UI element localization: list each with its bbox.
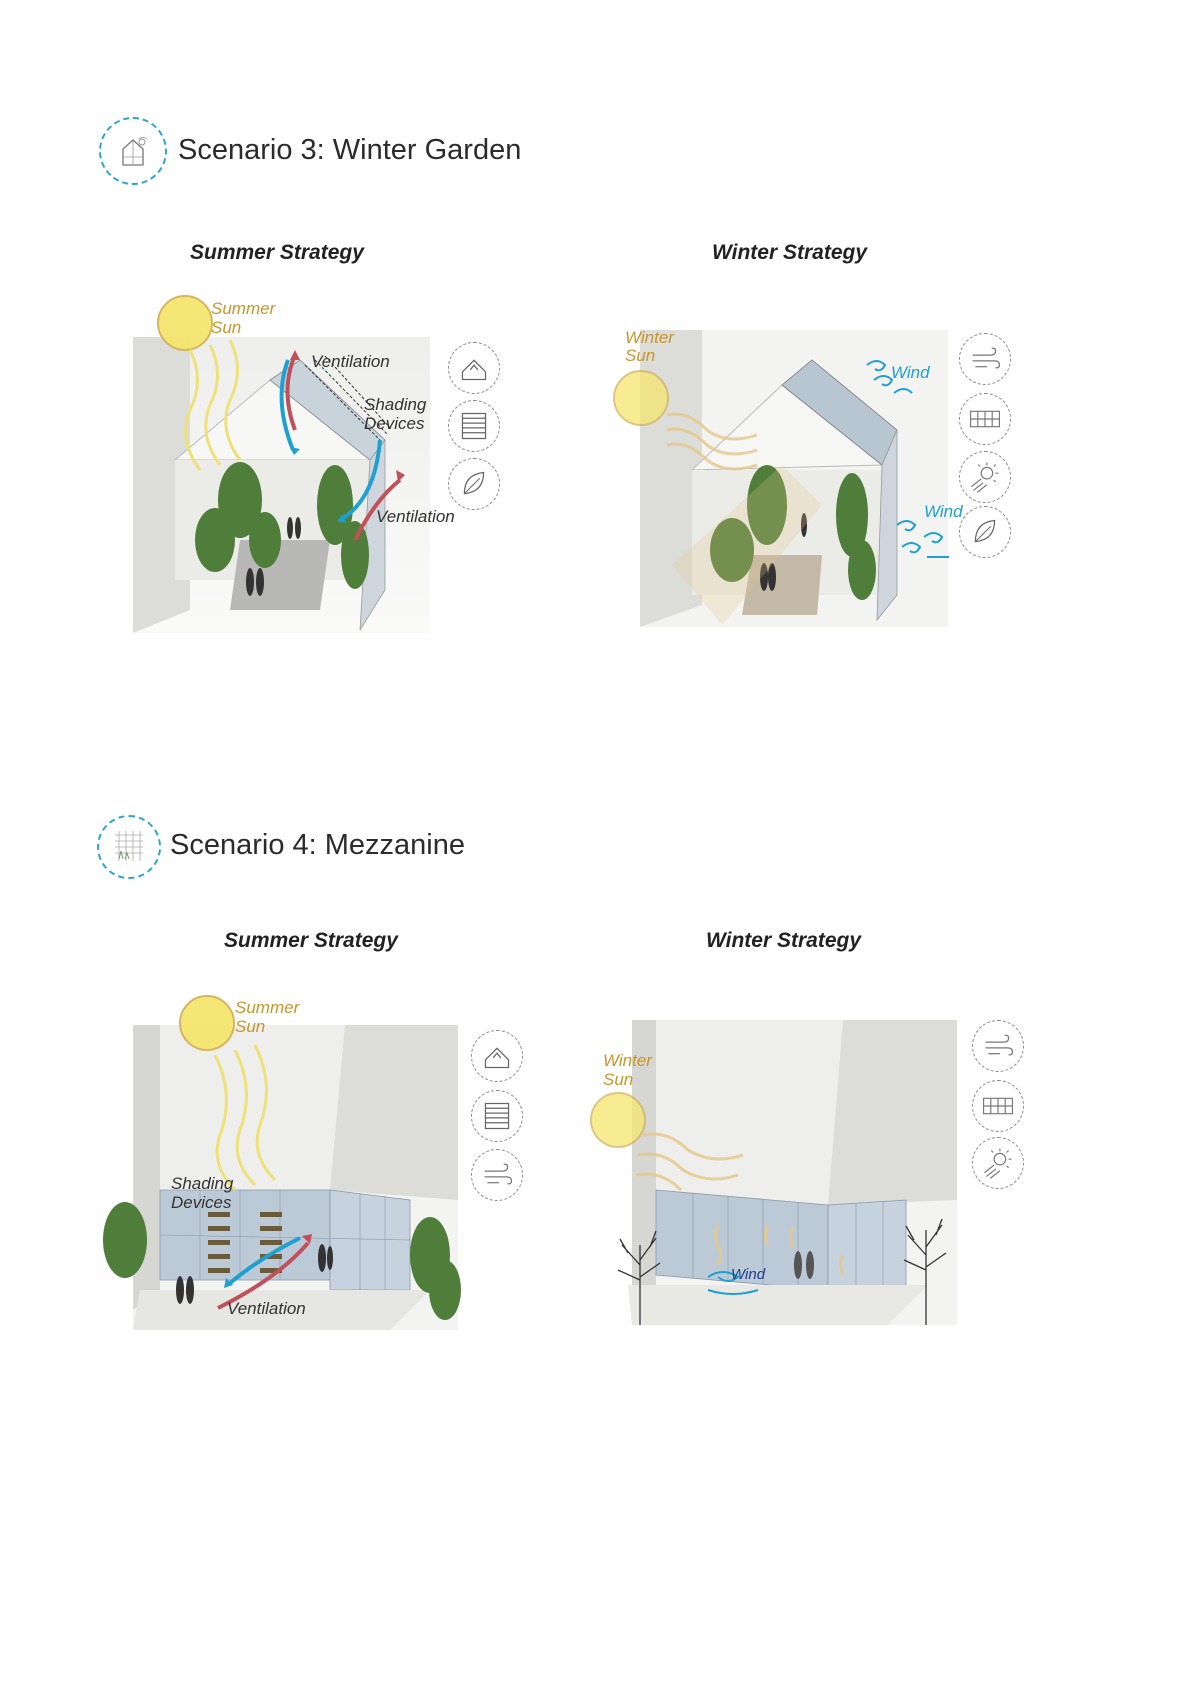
scenario-3-badge: [99, 117, 167, 185]
scenario-3-summer-diagram: [130, 290, 450, 635]
sun-icon: [959, 451, 1011, 503]
scenario-4-summer-sun-label-1: Summer: [235, 998, 299, 1018]
scenario-4-shading-label-1: Shading: [171, 1174, 233, 1194]
scenario-3-winter-sun-label-1: Winter: [625, 328, 674, 348]
scenario-3-summer-sun-label-1: Summer: [211, 299, 275, 319]
scenario-3-wind-side-label: Wind: [924, 502, 963, 522]
wind-icon: [471, 1149, 523, 1201]
glazing-icon: [959, 393, 1011, 445]
scenario-3-ventilation-top-label: Ventilation: [311, 352, 390, 372]
scenario-4-shading-label-2: Devices: [171, 1193, 231, 1213]
wind-icon: [972, 1020, 1024, 1072]
scenario-3-ventilation-side-label: Ventilation: [376, 507, 455, 527]
scenario-4-badge: [97, 815, 161, 879]
scenario-3-winter-sun-label-2: Sun: [625, 346, 655, 366]
scenario-4-summer-heading: Summer Strategy: [224, 929, 398, 953]
scenario-3-shading-label-2: Devices: [364, 414, 424, 434]
leaf-icon: [448, 458, 500, 510]
scenario-4-title: Scenario 4: Mezzanine: [170, 829, 465, 862]
glazing-icon: [972, 1080, 1024, 1132]
sun-icon: [972, 1137, 1024, 1189]
scenario-3-winter-heading: Winter Strategy: [712, 241, 867, 265]
scenario-3-shading-label-1: Shading: [364, 395, 426, 415]
scenario-3-summer-heading: Summer Strategy: [190, 241, 364, 265]
greenhouse-icon: [113, 131, 153, 171]
scenario-3-wind-top-label: Wind: [891, 363, 930, 383]
scenario-4-wind-label: Wind: [731, 1265, 765, 1285]
roof-vent-icon: [471, 1030, 523, 1082]
scenario-4-summer-diagram: [100, 990, 465, 1335]
roof-vent-icon: [448, 342, 500, 394]
louver-icon: [471, 1090, 523, 1142]
scenario-4-winter-heading: Winter Strategy: [706, 929, 861, 953]
wind-icon: [959, 333, 1011, 385]
louver-icon: [448, 400, 500, 452]
scenario-4-ventilation-label: Ventilation: [227, 1299, 306, 1319]
leaf-icon: [959, 506, 1011, 558]
scenario-4-winter-sun-label-1: Winter: [603, 1051, 652, 1071]
scenario-4-summer-sun-label-2: Sun: [235, 1017, 265, 1037]
scenario-3-title: Scenario 3: Winter Garden: [178, 134, 521, 167]
scenario-3-summer-sun-label-2: Sun: [211, 318, 241, 338]
mezzanine-icon: [109, 827, 149, 867]
scenario-4-winter-sun-label-2: Sun: [603, 1070, 633, 1090]
